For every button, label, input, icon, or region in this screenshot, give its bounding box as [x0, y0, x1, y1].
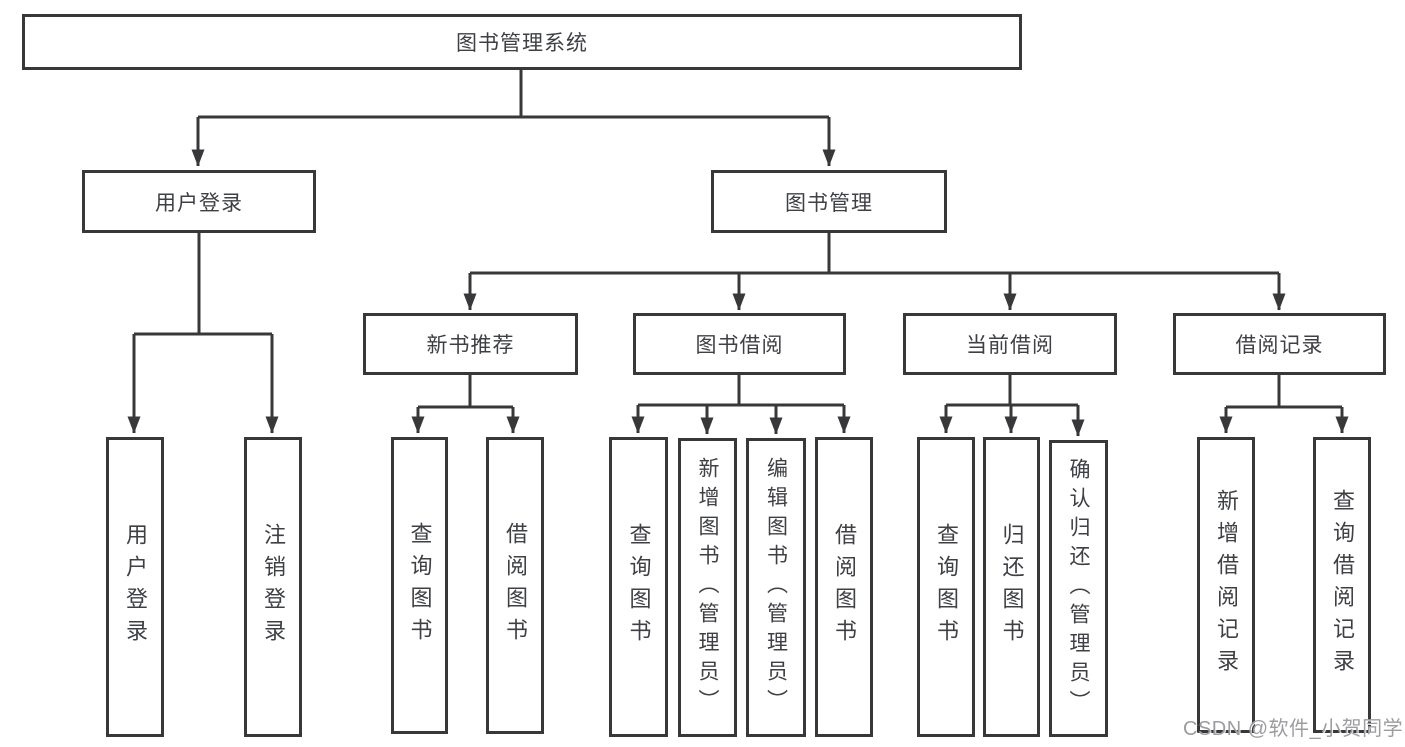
leaf-cur-return-books-label: 归还图书	[999, 523, 1025, 651]
leaf-recd-add-record-label: 新增借阅记录	[1214, 489, 1239, 681]
leaf-user-login-label: 用户登录	[123, 523, 148, 651]
leaf-cur-query-books: 查询图书	[917, 437, 975, 737]
node-book-management-label: 图书管理	[785, 191, 873, 215]
node-root-label: 图书管理系统	[456, 32, 588, 55]
leaf-bor-query-books-label: 查询图书	[626, 523, 652, 651]
leaf-rec-borrow-books-label: 借阅图书	[503, 521, 528, 650]
node-current-borrowing: 当前借阅	[903, 313, 1117, 375]
node-book-borrowing: 图书借阅	[633, 313, 846, 375]
leaf-rec-query-books-label: 查询图书	[407, 521, 433, 650]
leaf-recd-query-record: 查询借阅记录	[1313, 437, 1371, 733]
node-borrow-records: 借阅记录	[1173, 313, 1386, 375]
leaf-recd-query-record-label: 查询借阅记录	[1330, 489, 1355, 681]
leaf-bor-edit-books-admin: 编辑图书（管理员）	[746, 438, 806, 737]
node-user-login: 用户登录	[82, 170, 316, 233]
leaf-rec-borrow-books: 借阅图书	[486, 437, 544, 734]
leaf-recd-add-record: 新增借阅记录	[1197, 437, 1255, 733]
leaf-bor-borrow-books-label: 借阅图书	[832, 523, 857, 651]
leaf-bor-add-books-admin: 新增图书（管理员）	[678, 438, 737, 737]
node-new-book-recommendation: 新书推荐	[363, 313, 578, 375]
leaf-logout-label: 注销登录	[261, 523, 286, 651]
node-borrow-records-label: 借阅记录	[1235, 334, 1324, 357]
node-current-borrowing-label: 当前借阅	[966, 334, 1054, 357]
leaf-cur-return-books: 归还图书	[983, 437, 1040, 737]
leaf-cur-query-books-label: 查询图书	[934, 523, 959, 651]
node-book-borrowing-label: 图书借阅	[695, 334, 784, 357]
leaf-cur-confirm-return-admin: 确认归还（管理员）	[1049, 440, 1108, 737]
leaf-bor-add-books-admin-label: 新增图书（管理员）	[696, 457, 719, 718]
csdn-watermark: CSDN @软件_小贺同学	[1183, 718, 1404, 740]
leaf-bor-borrow-books: 借阅图书	[815, 437, 873, 737]
leaf-bor-edit-books-admin-label: 编辑图书（管理员）	[764, 457, 788, 718]
leaf-cur-confirm-return-admin-label: 确认归还（管理员）	[1067, 458, 1090, 719]
node-book-management: 图书管理	[711, 170, 947, 233]
node-root: 图书管理系统	[22, 14, 1022, 70]
leaf-bor-query-books: 查询图书	[609, 437, 668, 737]
leaf-rec-query-books: 查询图书	[391, 437, 448, 734]
leaf-user-login: 用户登录	[106, 437, 164, 737]
node-new-book-recommendation-label: 新书推荐	[426, 334, 515, 357]
leaf-logout: 注销登录	[244, 437, 302, 737]
node-user-login-label: 用户登录	[155, 191, 243, 215]
